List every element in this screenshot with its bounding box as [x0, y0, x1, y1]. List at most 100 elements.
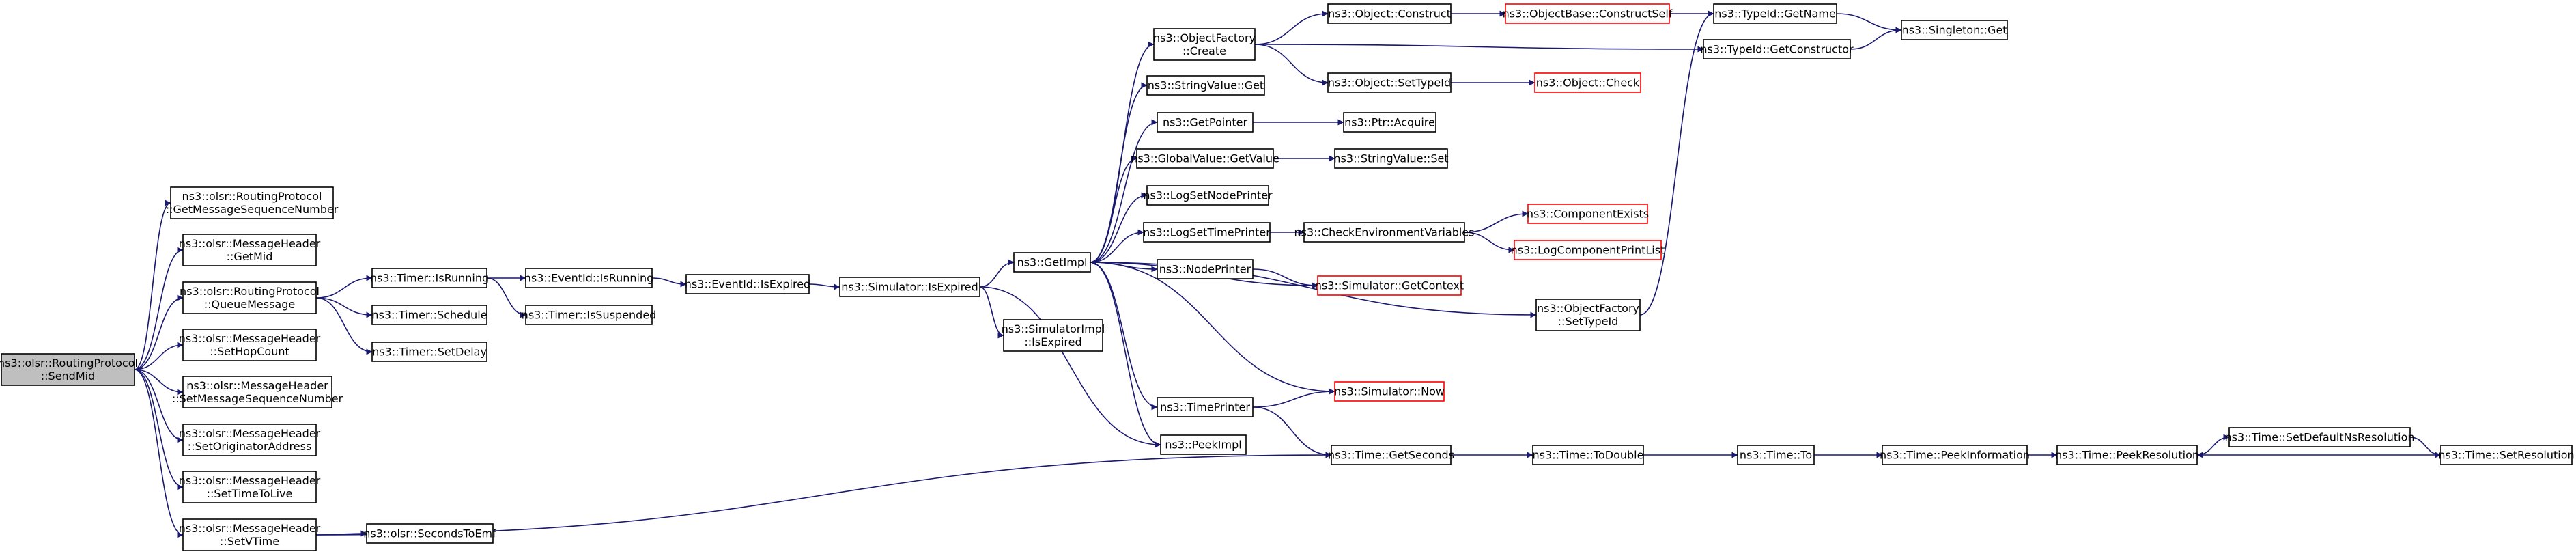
node-box — [1703, 39, 1851, 59]
node-box — [182, 329, 317, 361]
node-simimplisexpired[interactable]: ns3::SimulatorImpl::IsExpired — [1002, 319, 1105, 352]
node-stringvalueget[interactable]: ns3::StringValue::Get — [1146, 75, 1265, 96]
node-label: ns3::StringValue::Set — [1333, 152, 1448, 165]
node-simnow[interactable]: ns3::Simulator::Now — [1334, 381, 1445, 402]
node-label: ns3::ComponentExists — [1527, 208, 1649, 221]
node-label: ns3::olsr::MessageHeader — [179, 237, 321, 250]
node-timesetdefaultns[interactable]: ns3::Time::SetDefaultNsResolution — [2224, 427, 2415, 447]
node-label: ns3::Time::PeekResolution — [2055, 449, 2199, 462]
edge — [1252, 406, 1332, 458]
node-setttl[interactable]: ns3::olsr::MessageHeader::SetTimeToLive — [179, 471, 321, 503]
node-label: ns3::TypeId::GetConstructor — [1700, 43, 1854, 56]
node-timesetresolution[interactable]: ns3::Time::SetResolution — [2438, 445, 2575, 465]
node-peekimpl[interactable]: ns3::PeekImpl — [1160, 434, 1247, 455]
node-box — [2440, 445, 2573, 465]
edge — [1850, 27, 1902, 50]
edge-queuemsg-to-timerisrunning — [315, 275, 373, 299]
edge-timeprinter-to-timegetseconds — [1252, 406, 1332, 458]
node-label: ns3::LogSetTimePrinter — [1143, 226, 1271, 239]
node-queuemsg[interactable]: ns3::olsr::RoutingProtocol::QueueMessage — [180, 281, 320, 314]
node-objectsettypeid[interactable]: ns3::Object::SetTypeId — [1327, 72, 1452, 93]
edge — [2409, 437, 2441, 458]
node-objectconstruct[interactable]: ns3::Object::Construct — [1327, 3, 1452, 24]
node-singletonget[interactable]: ns3::Singleton::Get — [1901, 20, 2008, 40]
node-componentexists[interactable]: ns3::ComponentExists — [1527, 204, 1649, 224]
node-setorig[interactable]: ns3::olsr::MessageHeader::SetOriginatorA… — [179, 424, 321, 456]
node-objbaseconstructself[interactable]: ns3::ObjectBase::ConstructSelf — [1503, 3, 1673, 24]
edge — [1090, 82, 1148, 263]
node-timeto[interactable]: ns3::Time::To — [1737, 445, 1815, 465]
node-logcomponentprintlist[interactable]: ns3::LogComponentPrintList — [1511, 240, 1665, 260]
node-timegetseconds[interactable]: ns3::Time::GetSeconds — [1328, 445, 1454, 465]
node-getimpl[interactable]: ns3::GetImpl — [1013, 252, 1091, 273]
node-typeidgetconstructor[interactable]: ns3::TypeId::GetConstructor — [1700, 39, 1854, 59]
node-logsetnodeprinter[interactable]: ns3::LogSetNodePrinter — [1143, 185, 1273, 206]
edge-simnow-to-getimpl — [1090, 259, 1335, 392]
edge — [651, 277, 687, 288]
edge-sendmid-to-getmsgseq — [134, 199, 171, 370]
edge-sendmid-to-setorig — [134, 369, 184, 443]
node-label: ns3::EventId::IsExpired — [685, 278, 810, 291]
node-box — [182, 281, 317, 314]
node-box — [1527, 204, 1648, 224]
edge-getimpl-to-logsettimeprinter — [1090, 229, 1144, 263]
edge-simisexpired-to-getimpl — [979, 259, 1015, 288]
node-label: ns3::Object::Construct — [1328, 8, 1451, 20]
edge-timerisrunning-to-timerissuspended — [486, 277, 526, 318]
node-box — [1331, 445, 1452, 465]
node-globalvalueget[interactable]: ns3::GlobalValue::GetValue — [1131, 148, 1279, 169]
node-timeprinter[interactable]: ns3::TimePrinter — [1157, 397, 1254, 417]
node-checkenv[interactable]: ns3::CheckEnvironmentVariables — [1294, 222, 1475, 243]
node-box — [1713, 3, 1837, 24]
node-label: ns3::Singleton::Get — [1901, 24, 2007, 37]
node-label: ns3::Time::SetResolution — [2438, 449, 2574, 462]
node-timersetdelay[interactable]: ns3::Timer::SetDelay — [371, 342, 487, 362]
node-getmsgseq[interactable]: ns3::olsr::RoutingProtocol::GetMessageSe… — [166, 186, 339, 219]
edge-objfactorycreate-to-typeidgetconstructor — [1254, 44, 1704, 53]
node-label: ::Create — [1183, 44, 1226, 57]
node-label: ns3::EventId::IsRunning — [524, 272, 654, 285]
node-getpointer[interactable]: ns3::GetPointer — [1157, 112, 1254, 133]
node-sethopcount[interactable]: ns3::olsr::MessageHeader::SetHopCount — [179, 329, 321, 361]
node-box — [1535, 299, 1641, 331]
node-label: ::SetMessageSequenceNumber — [172, 392, 343, 405]
edge — [134, 294, 184, 370]
node-setvtime[interactable]: ns3::olsr::MessageHeader::SetVTime — [179, 518, 321, 551]
node-box — [1157, 397, 1254, 417]
node-label: ns3::olsr::RoutingProtocol — [182, 190, 322, 203]
node-simgetcontext[interactable]: ns3::Simulator::GetContext — [1315, 275, 1464, 296]
edge — [134, 369, 184, 396]
node-label: ::IsExpired — [1024, 335, 1081, 348]
node-setmsgseq[interactable]: ns3::olsr::MessageHeader::SetMessageSequ… — [172, 376, 343, 408]
node-eventidisrunning[interactable]: ns3::EventId::IsRunning — [524, 268, 654, 288]
node-timerschedule[interactable]: ns3::Timer::Schedule — [371, 305, 487, 325]
node-logsettimeprinter[interactable]: ns3::LogSetTimePrinter — [1143, 222, 1271, 243]
node-getmid[interactable]: ns3::olsr::MessageHeader::GetMid — [179, 234, 321, 266]
node-objectcheck[interactable]: ns3::Object::Check — [1534, 72, 1641, 93]
node-timerissuspended[interactable]: ns3::Timer::IsSuspended — [522, 305, 657, 325]
node-box — [1514, 240, 1662, 260]
node-objfactorycreate[interactable]: ns3::ObjectFactory::Create — [1153, 28, 1256, 61]
node-timepeekinformation[interactable]: ns3::Time::PeekInformation — [1880, 445, 2030, 465]
node-stringvalueset[interactable]: ns3::StringValue::Set — [1333, 148, 1449, 169]
node-nodeprinter[interactable]: ns3::NodePrinter — [1157, 259, 1254, 279]
edge-eventidisexpired-to-simisexpired — [808, 283, 840, 290]
node-secondstoemf[interactable]: ns3::olsr::SecondsToEmf — [363, 523, 496, 544]
edge-typeidgetconstructor-to-singletonget — [1850, 27, 1902, 50]
node-label: ns3::ObjectFactory — [1153, 31, 1256, 44]
node-ptracquire[interactable]: ns3::Ptr::Acquire — [1343, 112, 1436, 133]
edge-getimpl-to-peekimpl — [1090, 262, 1161, 448]
edge — [1090, 259, 1335, 392]
node-objfactorysettypeid[interactable]: ns3::ObjectFactory::SetTypeId — [1535, 299, 1641, 331]
node-simisexpired[interactable]: ns3::Simulator::IsExpired — [839, 277, 980, 297]
node-label: ::GetMid — [227, 250, 273, 263]
node-timepeekresolution[interactable]: ns3::Time::PeekResolution — [2055, 445, 2199, 465]
node-typeidgetname[interactable]: ns3::TypeId::GetName — [1713, 3, 1837, 24]
node-eventidisexpired[interactable]: ns3::EventId::IsExpired — [685, 274, 810, 294]
edge — [134, 199, 171, 370]
node-timetodouble[interactable]: ns3::Time::ToDouble — [1532, 445, 1644, 465]
node-sendmid[interactable]: ns3::olsr::RoutingProtocol::SendMid — [0, 353, 138, 386]
node-box — [366, 523, 494, 544]
node-timerisrunning[interactable]: ns3::Timer::IsRunning — [370, 268, 489, 288]
node-label: ns3::LogSetNodePrinter — [1143, 189, 1273, 202]
